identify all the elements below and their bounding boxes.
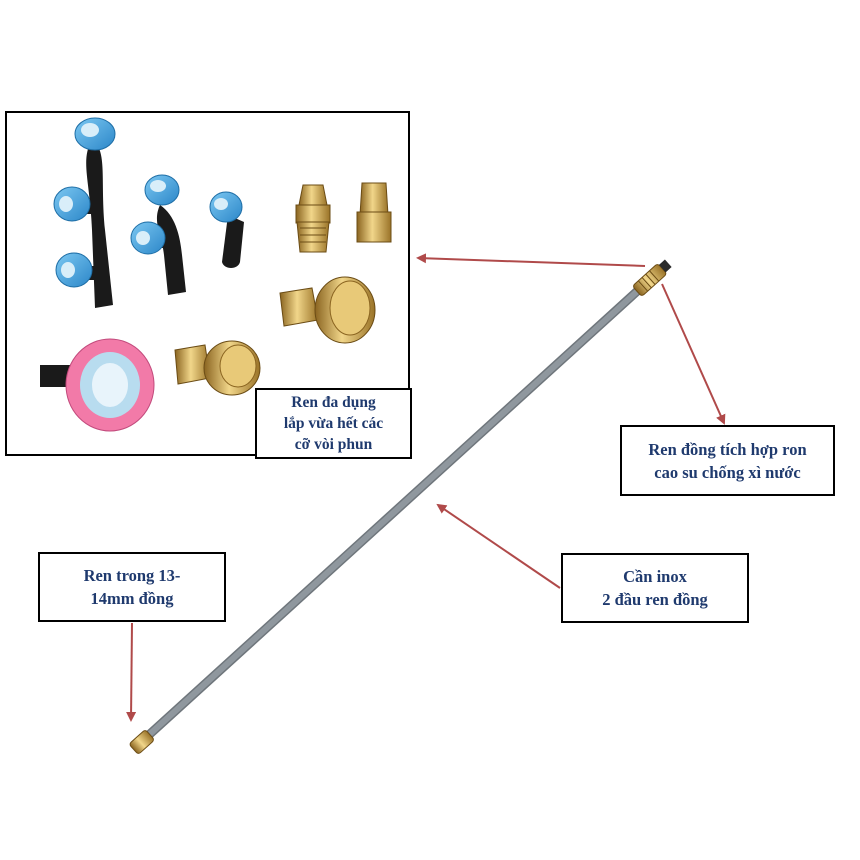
label-line: cao su chống xì nước (654, 462, 801, 482)
label-line: Ren trong 13- (83, 566, 181, 585)
brass-shower-nozzle-icon (174, 276, 376, 396)
label-line: 14mm đồng (90, 589, 174, 608)
pink-fan-nozzle-icon (40, 338, 155, 432)
arrow-to-inner-thread (126, 622, 137, 722)
brass-nozzle-icon (295, 182, 392, 253)
label-line: lắp vừa hết các (283, 415, 384, 432)
arrow-to-panel (416, 253, 646, 267)
label-steel-rod: Cần inox 2 đầu ren đồng (561, 553, 749, 623)
label-line: Ren đồng tích hợp ron (648, 439, 807, 459)
single-nozzle-icon (209, 191, 244, 268)
label-inner-thread: Ren trong 13- 14mm đồng (38, 552, 226, 622)
label-line: Cần inox (623, 567, 687, 586)
double-nozzle-icon (130, 174, 186, 295)
label-line: Ren đa dụng (291, 394, 376, 411)
label-line: cỡ vòi phun (294, 436, 373, 453)
arrow-to-brass-label (661, 283, 726, 425)
triple-nozzle-icon (53, 117, 116, 308)
label-line: 2 đầu ren đồng (602, 590, 708, 609)
arrow-to-rod (436, 503, 561, 589)
label-thread-variety: Ren đa dụng lắp vừa hết các cỡ vòi phun (255, 388, 412, 459)
label-brass-thread: Ren đồng tích hợp ron cao su chống xì nư… (620, 425, 835, 496)
steel-rod-icon (129, 259, 672, 754)
